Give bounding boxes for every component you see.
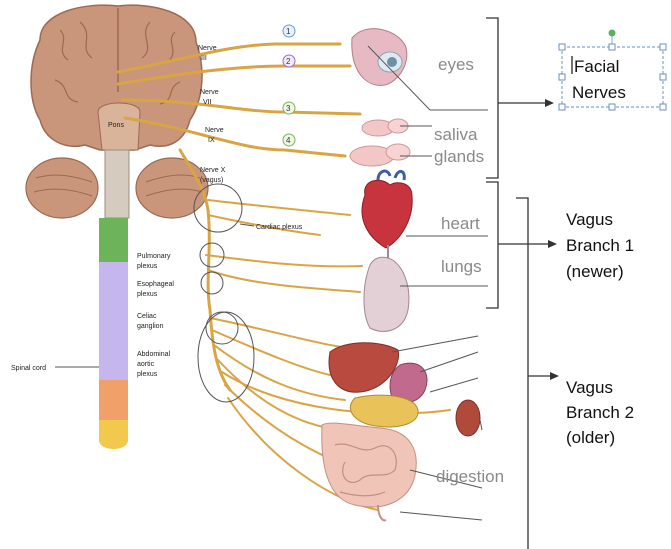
resize-handle-s[interactable] <box>609 104 615 110</box>
svg-text:4: 4 <box>286 136 291 145</box>
heart-illustration <box>362 171 412 248</box>
label-spinal-cord: Spinal cord <box>11 365 46 372</box>
resize-handle-w[interactable] <box>559 74 565 80</box>
svg-text:3: 3 <box>286 104 291 113</box>
spinal-cord <box>99 150 129 449</box>
label-cardiac-plexus: Cardiac plexus <box>256 224 303 231</box>
label-digestion: digestion <box>436 467 504 486</box>
label-heart: heart <box>441 214 480 233</box>
nerve-badge-3: 3 <box>283 102 295 114</box>
resize-handle-e[interactable] <box>660 74 666 80</box>
group-label-branch2: Vagus Branch 2 (older) <box>566 378 639 447</box>
label-lungs: lungs <box>441 257 482 276</box>
cardiac-plexus-circle <box>194 184 242 232</box>
lung-illustration <box>364 245 409 331</box>
group-label-branch1: Vagus Branch 1 (newer) <box>566 210 639 281</box>
label-pons: Pons <box>108 122 124 129</box>
resize-handle-ne[interactable] <box>660 44 666 50</box>
svg-text:1: 1 <box>286 27 291 36</box>
digestive-organs-illustration <box>322 343 480 521</box>
resize-handle-se[interactable] <box>660 104 666 110</box>
nerve-badge-1: 1 <box>283 25 295 37</box>
svg-text:2: 2 <box>286 57 291 66</box>
resize-handle-n[interactable] <box>609 44 615 50</box>
bracket-branch1 <box>486 182 557 308</box>
eye-illustration <box>352 29 407 86</box>
resize-handle-nw[interactable] <box>559 44 565 50</box>
label-saliva: saliva <box>434 125 478 144</box>
label-eyes: eyes <box>438 55 474 74</box>
bracket-branch2 <box>516 198 559 549</box>
nerve-badge-4: 4 <box>283 134 295 146</box>
bracket-facial <box>486 18 554 178</box>
resize-handle-sw[interactable] <box>559 104 565 110</box>
nerve-badge-2: 2 <box>283 55 295 67</box>
abdominal-plexus-circle <box>198 312 254 402</box>
rotate-handle[interactable] <box>609 30 616 37</box>
esophageal-plexus-circle <box>201 272 223 294</box>
label-glands: glands <box>434 147 484 166</box>
